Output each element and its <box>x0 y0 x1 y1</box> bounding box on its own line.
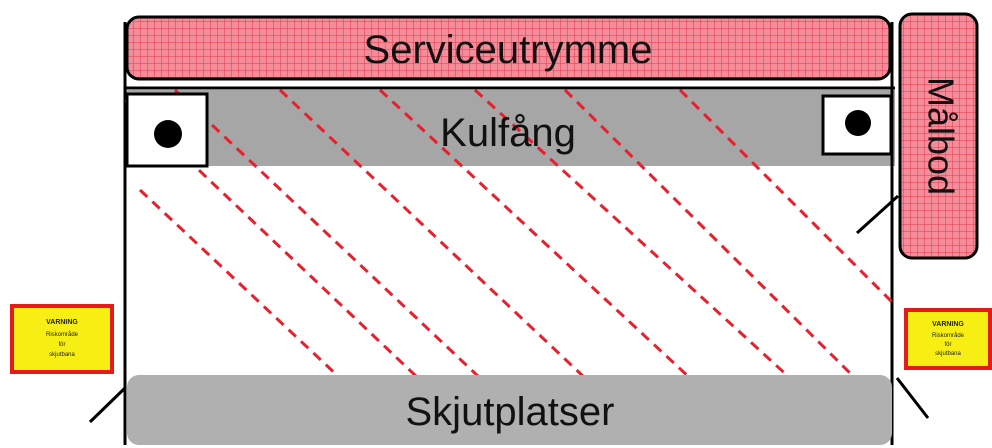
shooting-positions-label: Skjutplatser <box>406 390 615 434</box>
warning-sign-right: VARNING Riskområde för skjutbana <box>904 308 992 370</box>
service-area-label: Serviceutrymme <box>364 28 653 72</box>
warning-line-2: för <box>58 342 65 348</box>
warning-line-3: skjutbana <box>49 352 75 358</box>
target-booth-label: Målbod <box>920 77 961 195</box>
warning-line-2: för <box>944 342 951 348</box>
target-right <box>821 94 893 156</box>
service-area <box>125 15 892 81</box>
warning-line-1: Riskområde <box>932 332 965 339</box>
shooting-positions-area <box>127 375 892 445</box>
entry-line-right <box>895 377 930 419</box>
bullet-trap-label: Kulfång <box>440 111 576 155</box>
entry-line-left <box>88 386 127 424</box>
target-left <box>125 92 209 168</box>
target-booth <box>898 12 979 260</box>
bullet-trap-band <box>125 90 895 166</box>
target-dot-icon <box>845 110 871 136</box>
danger-zone-lines <box>125 88 895 378</box>
warning-title: VARNING <box>932 321 964 328</box>
warning-line-3: skjutbana <box>935 351 961 357</box>
warning-sign-left: VARNING Riskområde för skjutbana <box>10 304 114 374</box>
warning-title: VARNING <box>46 319 78 326</box>
warning-line-1: Riskområde <box>46 331 79 338</box>
range-walls <box>123 22 895 445</box>
target-dot-icon <box>154 120 182 148</box>
booth-door-line <box>855 194 900 235</box>
